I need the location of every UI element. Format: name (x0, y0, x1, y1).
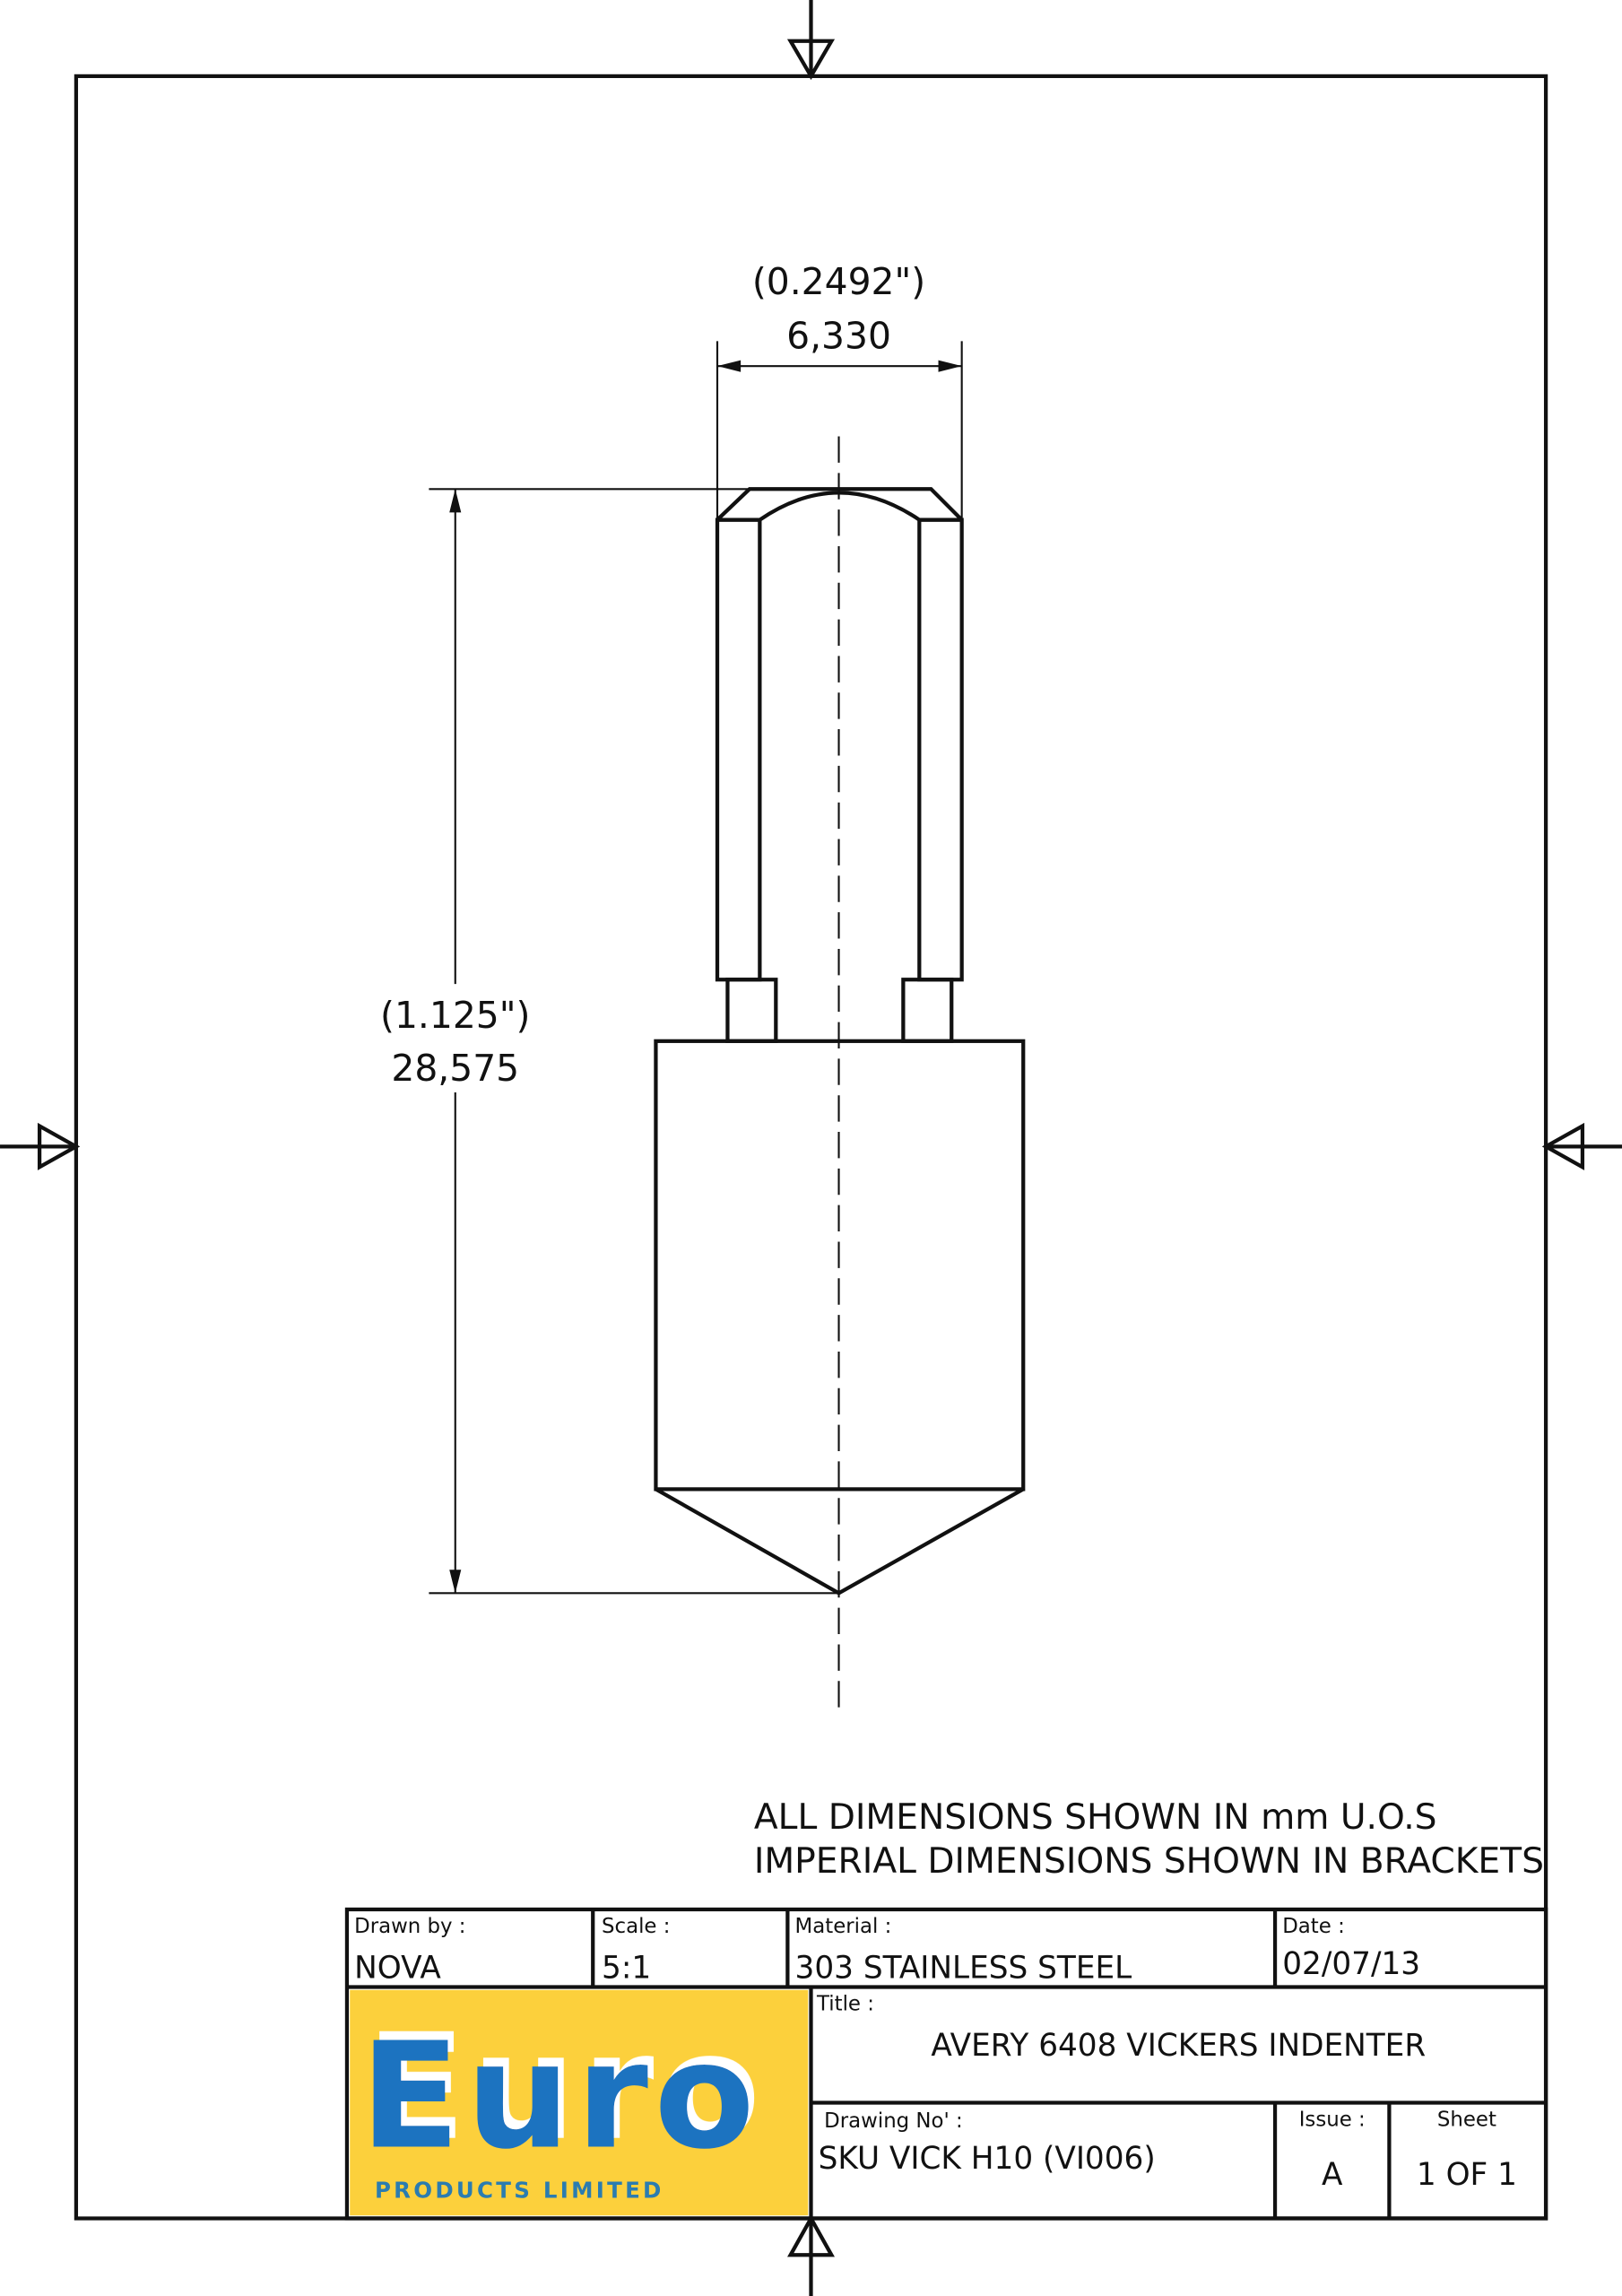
drawing-no-value: SKU VICK H10 (VI006) (819, 2141, 1156, 2177)
title-label: Title : (816, 1993, 874, 2016)
width-metric: 6,330 (786, 315, 891, 358)
drawn-by-label: Drawn by : (354, 1915, 465, 1938)
title-block: Drawn by : NOVA Scale : 5:1 Material : 3… (344, 1907, 1548, 2221)
sheet-value: 1 OF 1 (1417, 2157, 1517, 2193)
length-imperial: (1.125") (380, 994, 530, 1037)
note-units: ALL DIMENSIONS SHOWN IN mm U.O.S (754, 1797, 1437, 1838)
material-value: 303 STAINLESS STEEL (795, 1951, 1132, 1987)
drawing-frame (74, 74, 1548, 2221)
drawing-title: AVERY 6408 VICKERS INDENTER (931, 2028, 1426, 2064)
width-imperial: (0.2492") (752, 260, 925, 303)
logo-word: Euro (360, 2010, 761, 2181)
width-dimension: (0.2492") 6,330 (716, 260, 963, 520)
centering-marker-bottom (787, 2214, 835, 2296)
date-value: 02/07/13 (1282, 1946, 1420, 1982)
note-brackets: IMPERIAL DIMENSIONS SHOWN IN BRACKETS (754, 1841, 1544, 1882)
euro-products-logo: Euro PRODUCTS LIMITED (350, 1989, 809, 2216)
sheet-label: Sheet (1437, 2109, 1496, 2132)
logo-tagline: PRODUCTS LIMITED (375, 2178, 664, 2204)
issue-label: Issue : (1299, 2109, 1366, 2132)
drawn-by-value: NOVA (354, 1951, 441, 1987)
material-label: Material : (795, 1915, 892, 1938)
centering-marker-left (0, 1122, 81, 1170)
centering-marker-top (786, 0, 836, 81)
scale-label: Scale : (602, 1915, 670, 1938)
length-dimension: (1.125") 28,575 (380, 488, 839, 1595)
drawing-no-label: Drawing No' : (824, 2109, 963, 2133)
date-label: Date : (1282, 1915, 1345, 1938)
length-metric: 28,575 (391, 1047, 519, 1090)
centering-marker-right (1541, 1122, 1622, 1170)
scale-value: 5:1 (602, 1951, 651, 1987)
issue-value: A (1322, 2157, 1343, 2193)
